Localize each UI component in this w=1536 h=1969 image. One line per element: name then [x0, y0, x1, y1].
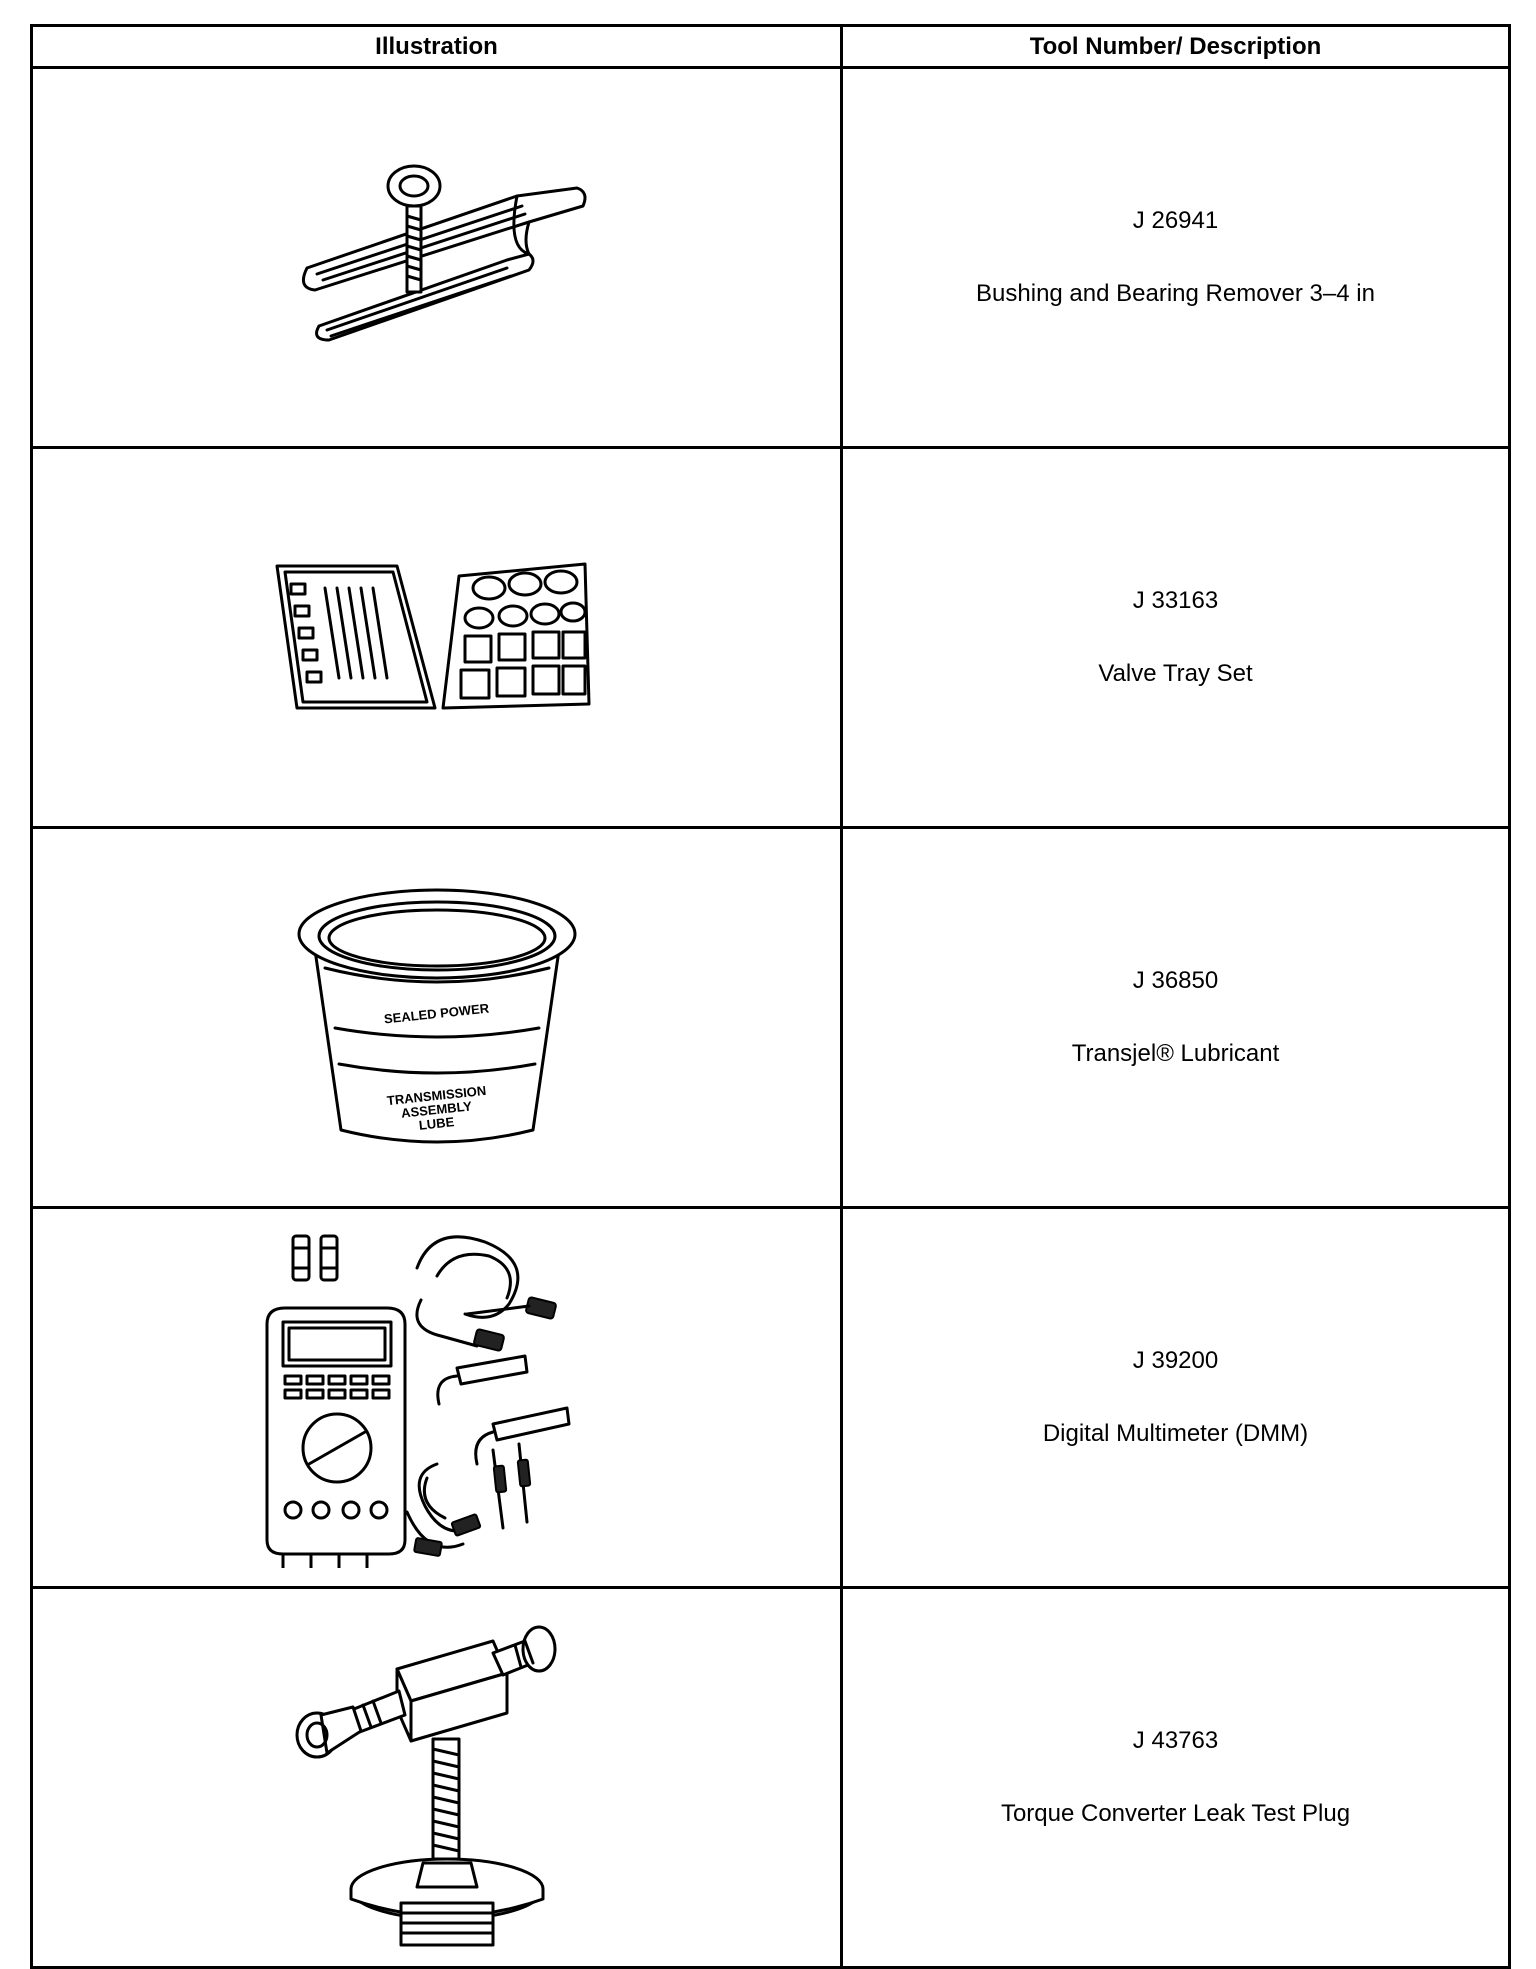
tool-number: J 33163 — [1132, 586, 1219, 614]
table-row: J 39200 Digital Multimeter (DMM) — [30, 1206, 1511, 1589]
tool-description: Bushing and Bearing Remover 3–4 in — [976, 279, 1375, 307]
illustration-cell — [30, 1206, 843, 1589]
tool-description: Torque Converter Leak Test Plug — [1000, 1799, 1351, 1827]
special-tools-table: Illustration Tool Number/ Description — [30, 24, 1511, 1969]
illustration-cell — [30, 446, 843, 829]
lubricant-tub-icon: SEALED POWER TRANSMISSION ASSEMBLY LUBE — [297, 888, 576, 1143]
illustration-cell — [30, 66, 843, 449]
tool-number: J 39200 — [1132, 1346, 1219, 1374]
table-row: J 33163 Valve Tray Set — [30, 446, 1511, 829]
tool-cell: J 26941 Bushing and Bearing Remover 3–4 … — [840, 66, 1511, 449]
table-row: J 43763 Torque Converter Leak Test Plug — [30, 1586, 1511, 1969]
tub-label-line-3: LUBE — [418, 1114, 455, 1133]
table-row: SEALED POWER TRANSMISSION ASSEMBLY LUBE … — [30, 826, 1511, 1209]
tool-cell: J 33163 Valve Tray Set — [840, 446, 1511, 829]
illustration-cell — [30, 1586, 843, 1969]
bushing-bearing-remover-icon — [301, 164, 586, 341]
tool-number: J 36850 — [1132, 966, 1219, 994]
header-row: Illustration Tool Number/ Description — [30, 24, 1511, 69]
leak-test-plug-icon — [295, 1625, 556, 1946]
tool-cell: J 39200 Digital Multimeter (DMM) — [840, 1206, 1511, 1589]
tool-description: Transjel® Lubricant — [1071, 1039, 1280, 1067]
valve-tray-set-icon — [275, 562, 590, 709]
tool-number: J 26941 — [1132, 206, 1219, 234]
tool-number: J 43763 — [1132, 1726, 1219, 1754]
tub-label-line-2: ASSEMBLY — [400, 1098, 473, 1120]
tool-description: Valve Tray Set — [1098, 659, 1253, 687]
header-tool-number-description: Tool Number/ Description — [840, 24, 1511, 69]
tool-cell: J 36850 Transjel® Lubricant — [840, 826, 1511, 1209]
tool-description: Digital Multimeter (DMM) — [1042, 1419, 1309, 1447]
illustration-cell: SEALED POWER TRANSMISSION ASSEMBLY LUBE — [30, 826, 843, 1209]
table-row: J 26941 Bushing and Bearing Remover 3–4 … — [30, 66, 1511, 449]
header-illustration: Illustration — [30, 24, 843, 69]
tool-cell: J 43763 Torque Converter Leak Test Plug — [840, 1586, 1511, 1969]
digital-multimeter-icon — [265, 1234, 570, 1568]
